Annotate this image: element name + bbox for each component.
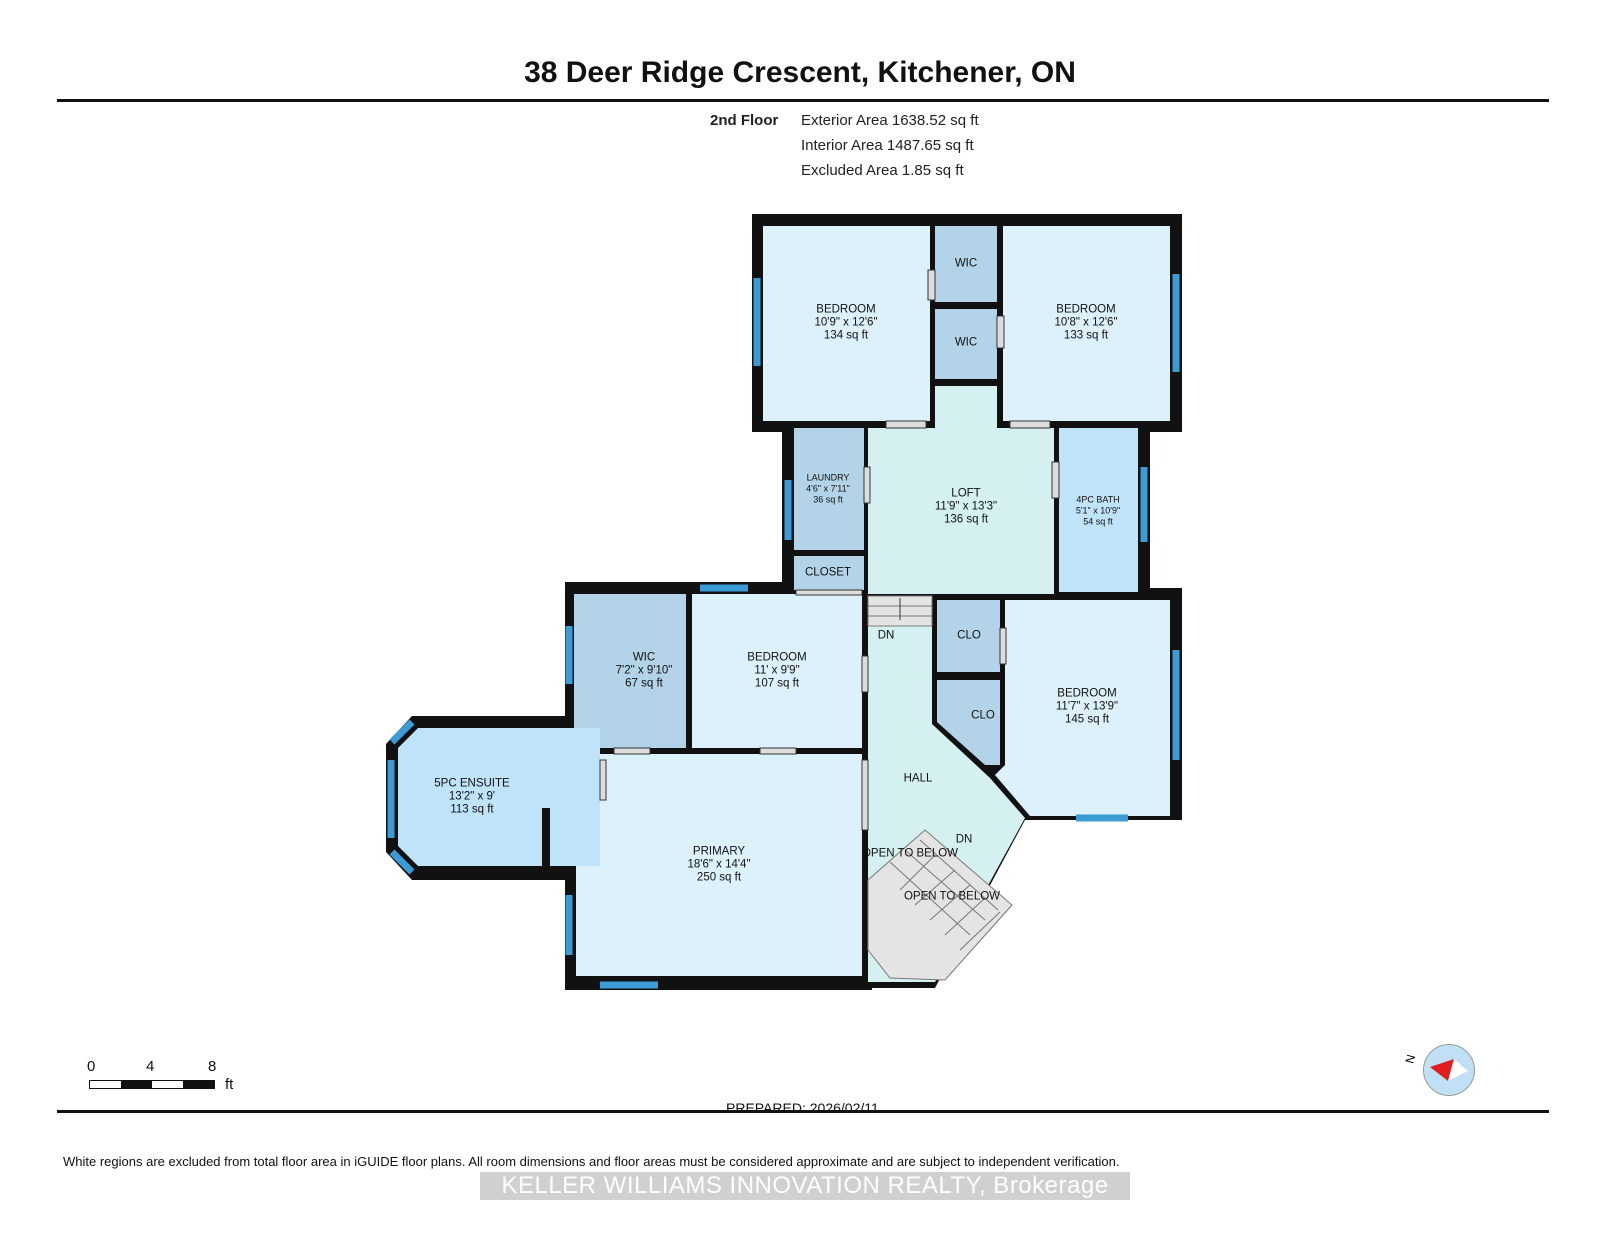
scale-unit: ft [225, 1076, 234, 1093]
doors [599, 269, 1060, 831]
scale-tick-4: 4 [146, 1058, 155, 1075]
room-label-closet: CLOSET [804, 566, 852, 579]
room-closet [794, 556, 864, 590]
stairs-down-label-2: DN [955, 833, 973, 846]
room-laundry [794, 428, 864, 550]
disclaimer: White regions are excluded from total fl… [63, 1154, 1120, 1169]
brokerage-watermark: KELLER WILLIAMS INNOVATION REALTY, Broke… [480, 1172, 1130, 1200]
room-clo-1 [937, 600, 1000, 672]
stairs [867, 595, 1013, 981]
room-bedroom-1 [763, 226, 930, 421]
compass-icon [1423, 1044, 1475, 1096]
room-5pc-ensuite [398, 728, 600, 866]
room-bedroom-2 [1003, 226, 1170, 421]
stairs-down-label: DN [877, 629, 895, 642]
room-wic-2 [935, 309, 997, 379]
room-label-wic-2: WIC [954, 336, 978, 349]
room-label-hall: HALL [903, 772, 933, 785]
windows [387, 274, 1180, 989]
interior-area: Interior Area 1487.65 sq ft [801, 137, 974, 154]
prepared-date: PREPARED: 2026/02/11 [726, 1100, 879, 1116]
room-clo-2 [937, 680, 1000, 765]
page-title: 38 Deer Ridge Crescent, Kitchener, ON [524, 56, 1076, 89]
excluded-area: Excluded Area 1.85 sq ft [801, 162, 964, 179]
room-wic-3 [574, 594, 686, 748]
room-label-clo-2: CLO [971, 709, 995, 722]
room-loft [868, 386, 1054, 594]
scale-tick-0: 0 [87, 1058, 96, 1075]
room-4pc-bath [1059, 428, 1138, 592]
room-bedroom-3 [692, 594, 862, 748]
scale-tick-8: 8 [208, 1058, 217, 1075]
room-bedroom-4 [995, 600, 1170, 816]
bottom-divider [57, 1110, 1549, 1113]
top-divider [57, 99, 1549, 102]
room-label-wic-1: WIC [954, 257, 978, 270]
open-to-below-label: OPEN TO BELOW [861, 847, 959, 860]
exterior-area: Exterior Area 1638.52 sq ft [801, 112, 979, 129]
room-primary [576, 754, 862, 976]
scale-bar [89, 1080, 215, 1089]
room-wic-1 [935, 226, 997, 302]
room-label-clo-1: CLO [957, 629, 981, 642]
floor-name: 2nd Floor [710, 112, 779, 129]
open-to-below-label-2: OPEN TO BELOW [903, 890, 1001, 903]
